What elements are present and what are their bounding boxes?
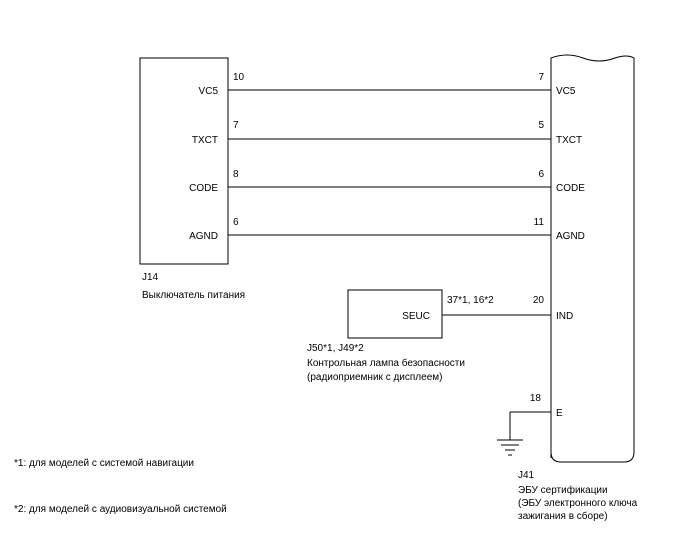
switch-pin-num-agnd: 6 [233,217,239,228]
security-lamp-box [347,289,443,339]
switch-pin-label-txct: TXCT [192,135,218,146]
switch-pin-label-code: CODE [189,183,218,194]
lamp-name-line1: Контрольная лампа безопасности [307,358,465,369]
switch-pin-num-vc5: 10 [233,72,245,83]
ecu-pin-num-code: 6 [538,169,544,180]
switch-pin-num-code: 8 [233,169,239,180]
ecu-pin-label-ind: IND [556,311,573,322]
ecu-pin-label-txct: TXCT [556,135,582,146]
ecu-pin-num-ind: 20 [533,295,545,306]
ecu-pin-label-agnd: AGND [556,231,585,242]
lamp-box-label: SEUC [402,311,430,322]
ecu-pin-num-vc5: 7 [538,72,544,83]
switch-pin-num-txct: 7 [233,120,239,131]
ecu-pin-label-vc5: VC5 [556,86,576,97]
ecu-name-line1: ЭБУ сертификации [518,485,608,496]
ecu-pin-label-code: CODE [556,183,585,194]
footnote-2: *2: для моделей с аудиовизуальной систем… [14,504,227,515]
lamp-name-line2: (радиоприемник с дисплеем) [307,372,443,383]
ecu-pin-label-e: E [556,408,563,419]
ecu-box [550,54,635,463]
lamp-pin-num: 37*1, 16*2 [447,295,494,306]
switch-connector-label: J14 [142,272,159,283]
ecu-name-line2: (ЭБУ электронного ключа [518,498,638,509]
power-switch-box [139,57,229,265]
ground-icon [497,439,523,456]
ecu-name-line3: зажигания в сборе) [518,511,608,522]
ecu-pin-num-agnd: 11 [534,217,545,228]
ecu-pin-num-e: 18 [530,393,542,404]
switch-name-label: Выключатель питания [142,290,246,301]
footnote-1: *1: для моделей с системой навигации [14,458,194,469]
lamp-connector-label: J50*1, J49*2 [307,343,364,354]
ecu-pin-num-txct: 5 [538,120,544,131]
ecu-connector-label: J41 [518,470,535,481]
switch-pin-label-agnd: AGND [189,231,218,242]
switch-pin-label-vc5: VC5 [199,86,219,97]
